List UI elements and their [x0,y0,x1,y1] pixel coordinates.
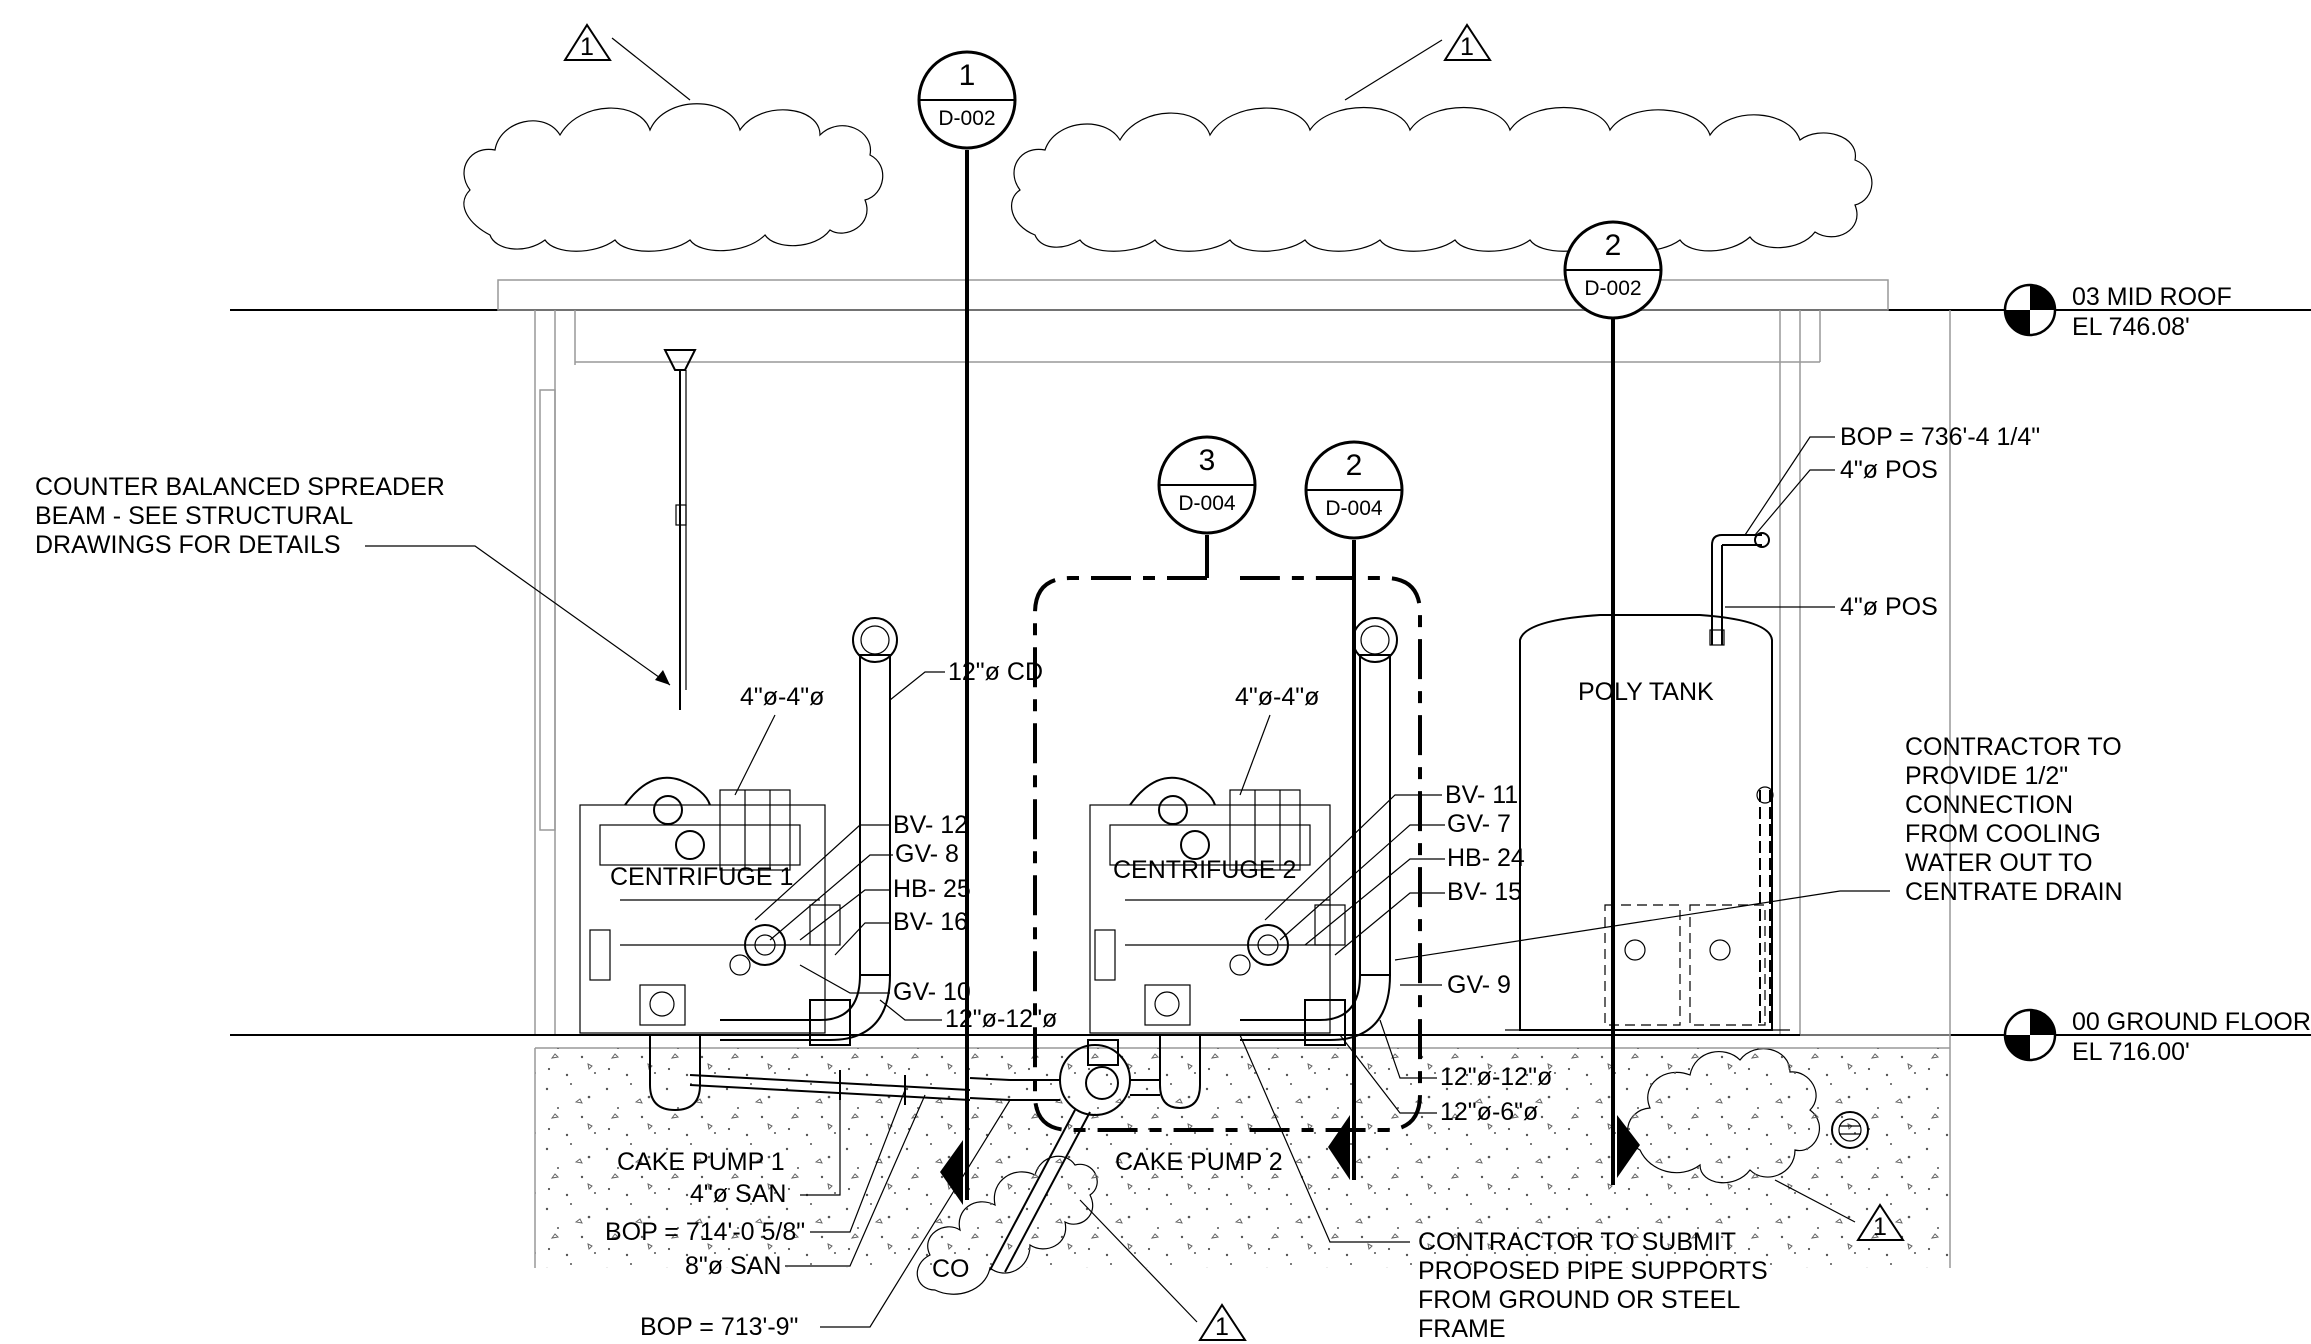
svg-text:4"ø POS: 4"ø POS [1840,593,1938,621]
callouts-underground: 4"ø SAN BOP = 714'-0 5/8" 8"ø SAN BOP = … [605,1089,1011,1341]
revision-triangle-top-left: 1 [563,23,691,101]
svg-text:1: 1 [1460,33,1474,61]
svg-text:GV- 9: GV- 9 [1447,971,1511,999]
svg-text:GV- 10: GV- 10 [893,978,971,1006]
svg-text:CONNECTION: CONNECTION [1905,791,2073,819]
section-1-cut [940,150,969,1205]
svg-text:BEAM - SEE STRUCTURAL: BEAM - SEE STRUCTURAL [35,502,353,530]
section-bubble-2-d002[interactable]: 2 D-002 [1563,220,1663,320]
revision-triangle-bottom-right: 1 [1774,1179,1905,1241]
svg-text:HB- 25: HB- 25 [893,875,971,903]
svg-text:BV- 16: BV- 16 [893,908,968,936]
callouts-centrifuge-2: 4"ø-4"ø BV- 11 GV- 7 HB- 24 BV- 15 GV- 9… [1235,683,1552,1126]
svg-text:12"ø CD: 12"ø CD [948,658,1043,686]
svg-text:12"ø-6"ø: 12"ø-6"ø [1440,1098,1538,1126]
centrifuge-2: CENTRIFUGE 2 [1089,776,1331,1034]
callouts-poly-tank: BOP = 736'-4 1/4" 4"ø POS 4"ø POS [1725,423,2040,621]
svg-text:FROM GROUND OR STEEL: FROM GROUND OR STEEL [1418,1286,1740,1314]
cake-pump-2-label: CAKE PUMP 2 [1115,1148,1283,1176]
svg-text:4"ø-4"ø: 4"ø-4"ø [1235,683,1319,711]
level-roof-elevation: EL 746.08' [2072,313,2190,341]
level-marker-roof: 03 MID ROOF EL 746.08' [2003,283,2232,341]
svg-text:PROPOSED PIPE SUPPORTS: PROPOSED PIPE SUPPORTS [1418,1257,1768,1285]
svg-text:CONTRACTOR TO: CONTRACTOR TO [1905,733,2122,761]
cleanout-pipe [989,1109,1091,1273]
section-bubble-sheet: D-004 [1325,497,1383,520]
svg-text:CO: CO [932,1255,970,1283]
section-bubble-number: 2 [1346,449,1363,482]
poly-tank: POLY TANK [1505,532,1790,1031]
level-ground-elevation: EL 716.00' [2072,1038,2190,1066]
svg-text:1: 1 [580,33,594,61]
note-cooling-water: CONTRACTOR TO PROVIDE 1/2" CONNECTION FR… [1394,733,2123,961]
level-marker-ground: 00 GROUND FLOOR EL 716.00' [2003,1008,2311,1066]
note-pipe-supports: CONTRACTOR TO SUBMIT PROPOSED PIPE SUPPO… [1239,1034,1768,1343]
section-bubble-sheet: D-002 [1584,277,1641,300]
svg-text:BV- 11: BV- 11 [1445,781,1518,809]
revision-cloud-left [463,103,884,252]
svg-text:CONTRACTOR TO SUBMIT: CONTRACTOR TO SUBMIT [1418,1228,1736,1256]
cake-pump-1-label: CAKE PUMP 1 [617,1148,785,1176]
svg-text:BV- 15: BV- 15 [1447,878,1522,906]
callouts-centrifuge-1: 12"ø CD 4"ø-4"ø BV- 12 GV- 8 HB- 25 BV- … [734,658,1057,1033]
svg-text:CENTRATE DRAIN: CENTRATE DRAIN [1905,878,2123,906]
svg-text:GV- 7: GV- 7 [1447,810,1511,838]
spreader-beam [663,349,697,710]
svg-text:HB- 24: HB- 24 [1447,844,1525,872]
svg-text:BV- 12: BV- 12 [893,811,968,839]
centrifuge-1: CENTRIFUGE 1 [579,776,826,1034]
section-bubble-number: 2 [1605,229,1622,262]
svg-text:DRAWINGS FOR DETAILS: DRAWINGS FOR DETAILS [35,531,341,559]
svg-text:12"ø-12"ø: 12"ø-12"ø [945,1005,1057,1033]
svg-text:8"ø SAN: 8"ø SAN [685,1252,781,1280]
centrifuge-1-piping [720,617,898,1046]
svg-text:1: 1 [1215,1313,1229,1341]
concrete-slab [535,1048,1950,1268]
revision-cloud-top-right [1011,106,1873,252]
detail-bubble-3-d004[interactable]: 3 D-004 [1157,435,1257,535]
section-bubble-sheet: D-002 [938,107,995,130]
svg-text:COUNTER BALANCED SPREADER: COUNTER BALANCED SPREADER [35,473,445,501]
section-bubble-number: 1 [959,59,976,92]
building-frame [230,279,2311,1049]
svg-text:FROM COOLING: FROM COOLING [1905,820,2101,848]
svg-text:12"ø-12"ø: 12"ø-12"ø [1440,1063,1552,1091]
svg-text:1: 1 [1873,1213,1887,1241]
revision-triangle-bottom-center: 1 [1079,1199,1247,1341]
svg-text:PROVIDE 1/2": PROVIDE 1/2" [1905,762,2068,790]
svg-text:GV- 8: GV- 8 [895,840,959,868]
svg-text:4"ø-4"ø: 4"ø-4"ø [740,683,824,711]
note-spreader-beam: COUNTER BALANCED SPREADER BEAM - SEE STR… [35,473,671,686]
level-roof-name: 03 MID ROOF [2072,283,2232,311]
detail-bubble-number: 3 [1199,444,1216,477]
centrifuge-1-label: CENTRIFUGE 1 [610,863,793,891]
svg-text:FRAME: FRAME [1418,1315,1506,1343]
detail-bubble-sheet: D-004 [1178,492,1236,515]
poly-tank-label: POLY TANK [1578,678,1714,706]
detail-3-boundary [1033,535,1422,1132]
svg-text:BOP = 736'-4 1/4": BOP = 736'-4 1/4" [1840,423,2040,451]
section-2-cut [1611,308,1640,1185]
centrifuge-2-piping [1229,617,1398,1046]
floor-drain-symbol [1831,1111,1869,1149]
section-bubble-2-d004[interactable]: 2 D-004 [1304,440,1404,540]
section-bubble-1-d002[interactable]: 1 D-002 [917,50,1017,150]
revision-triangle-top-right: 1 [1344,23,1492,101]
svg-text:4"ø SAN: 4"ø SAN [690,1180,786,1208]
level-ground-name: 00 GROUND FLOOR [2072,1008,2311,1036]
cake-pump-2-piping [1010,1035,1201,1116]
svg-text:WATER OUT TO: WATER OUT TO [1905,849,2093,877]
svg-text:BOP = 713'-9": BOP = 713'-9" [640,1313,798,1341]
svg-text:4"ø POS: 4"ø POS [1840,456,1938,484]
centrifuge-2-label: CENTRIFUGE 2 [1113,856,1296,884]
svg-text:BOP = 714'-0 5/8": BOP = 714'-0 5/8" [605,1218,805,1246]
